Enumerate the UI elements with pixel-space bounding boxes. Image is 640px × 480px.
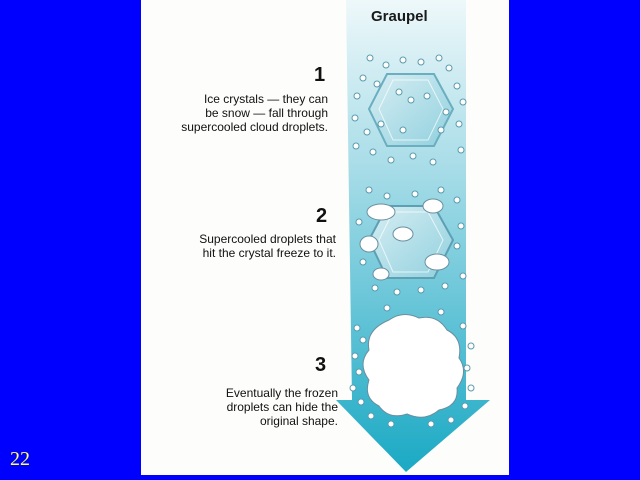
graupel-pellet-stage-3 — [362, 314, 464, 418]
step-3-line: Eventually the frozen — [225, 386, 338, 400]
step-3-text: Eventually the frozen droplets can hide … — [226, 386, 338, 428]
step-1-text: Ice crystals — they can be snow — fall t… — [181, 92, 328, 134]
step-2-number: 2 — [316, 205, 328, 227]
step-1-line: Ice crystals — they can — [203, 92, 328, 106]
step-2-line: hit the crystal freeze to it. — [202, 246, 336, 260]
step-1-line: be snow — fall through — [205, 106, 328, 120]
step-2-line: Supercooled droplets that — [199, 232, 336, 246]
diagram-title: Graupel — [371, 8, 428, 25]
step-1-line: supercooled cloud droplets. — [181, 120, 328, 134]
supercooled-droplets-stage-1 — [351, 54, 467, 166]
supercooled-droplets-stage-2 — [355, 186, 467, 296]
step-3-number: 3 — [315, 354, 327, 376]
ice-crystal-stage-1 — [367, 73, 455, 147]
step-3-line: droplets can hide the — [226, 400, 338, 414]
rime-clumps-stage-2 — [359, 198, 450, 281]
slide-number: 22 — [10, 448, 30, 470]
diagram-panel: Graupel 1 Ice crystals — they can be sno… — [141, 0, 509, 475]
step-2-text: Supercooled droplets that hit the crysta… — [199, 232, 336, 260]
step-1-number: 1 — [314, 64, 326, 86]
graupel-diagram — [336, 0, 490, 472]
step-3-line: original shape. — [259, 414, 338, 428]
supercooled-droplets-stage-3 — [349, 304, 475, 428]
